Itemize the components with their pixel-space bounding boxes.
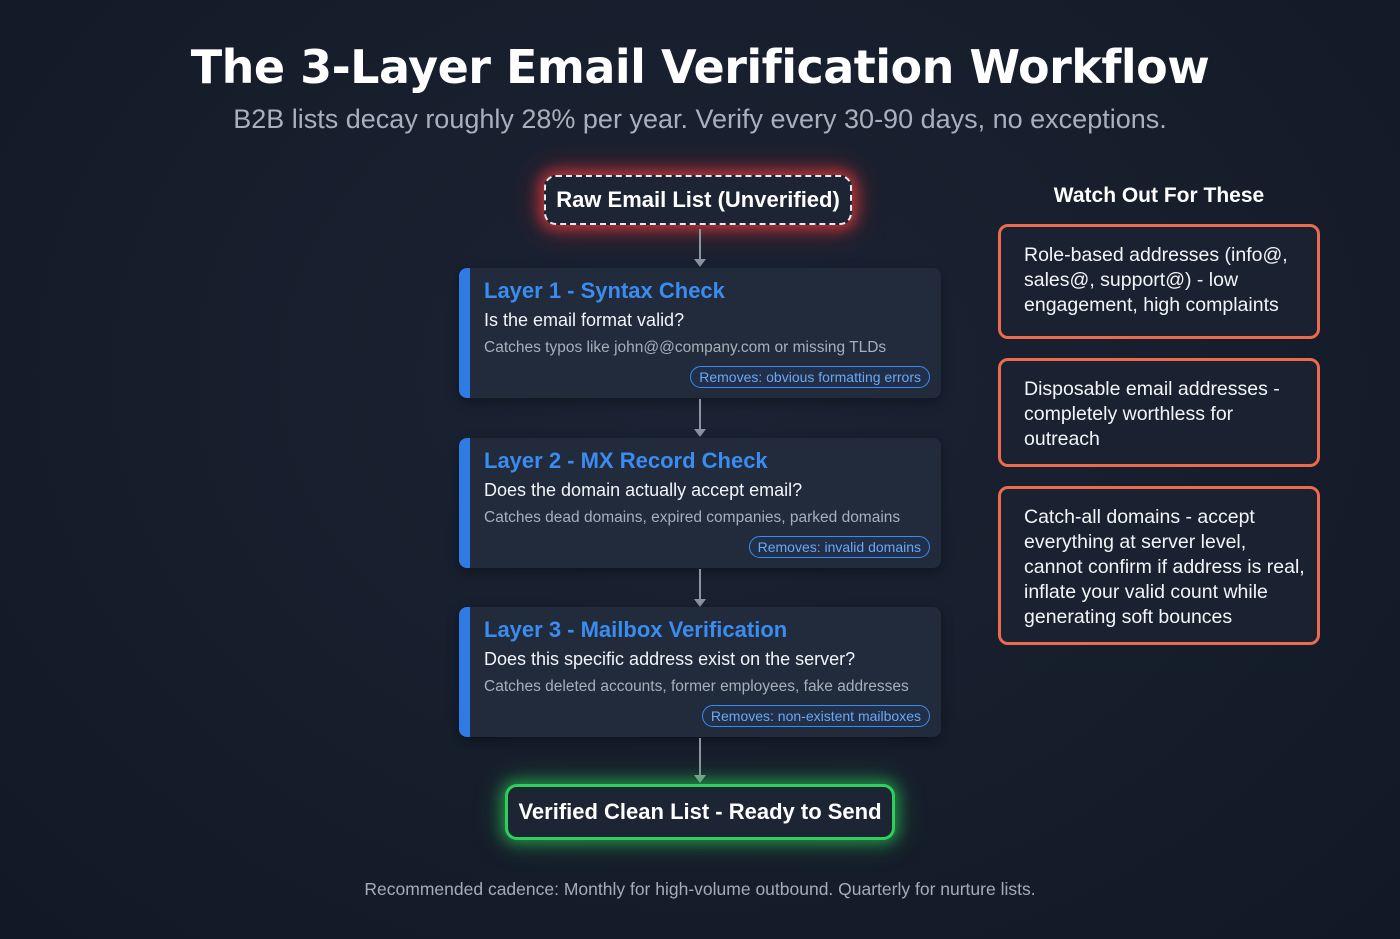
layer-removes-badge: Removes: invalid domains <box>748 536 930 558</box>
flow-arrow <box>694 399 706 437</box>
layer-removes-badge: Removes: non-existent mailboxes <box>701 705 930 727</box>
warning-box-disposable: Disposable email addresses - completely … <box>998 358 1320 467</box>
layer-title: Layer 2 - MX Record Check <box>484 448 768 473</box>
flow-arrow <box>694 229 706 267</box>
warnings-heading: Watch Out For These <box>1053 184 1265 207</box>
layer-title: Layer 3 - Mailbox Verification <box>484 617 788 642</box>
start-node-raw-list: Raw Email List (Unverified) <box>544 175 852 225</box>
layer-card-2: Layer 2 - MX Record Check Does the domai… <box>459 438 941 568</box>
page-title: The 3-Layer Email Verification Workflow <box>190 40 1210 94</box>
footer-note: Recommended cadence: Monthly for high-vo… <box>364 879 1036 899</box>
warning-box-role-based: Role-based addresses (info@, sales@, sup… <box>998 224 1320 339</box>
flow-arrow <box>694 738 706 783</box>
layer-detail: Catches deleted accounts, former employe… <box>484 678 909 695</box>
layer-removes-badge: Removes: obvious formatting errors <box>690 366 930 388</box>
layer-question: Does the domain actually accept email? <box>484 480 803 500</box>
layer-question: Is the email format valid? <box>484 310 685 330</box>
layer-card-3: Layer 3 - Mailbox Verification Does this… <box>459 607 941 737</box>
layer-card-1: Layer 1 - Syntax Check Is the email form… <box>459 268 941 398</box>
flow-arrow <box>694 569 706 607</box>
layer-detail: Catches typos like john@@company.com or … <box>484 339 887 356</box>
warning-box-catch-all: Catch-all domains - accept everything at… <box>998 486 1320 645</box>
page-subtitle: B2B lists decay roughly 28% per year. Ve… <box>233 104 1167 134</box>
layer-detail: Catches dead domains, expired companies,… <box>484 509 901 526</box>
layer-title: Layer 1 - Syntax Check <box>484 278 725 303</box>
end-node-clean-list: Verified Clean List - Ready to Send <box>505 784 895 840</box>
layer-question: Does this specific address exist on the … <box>484 649 856 669</box>
